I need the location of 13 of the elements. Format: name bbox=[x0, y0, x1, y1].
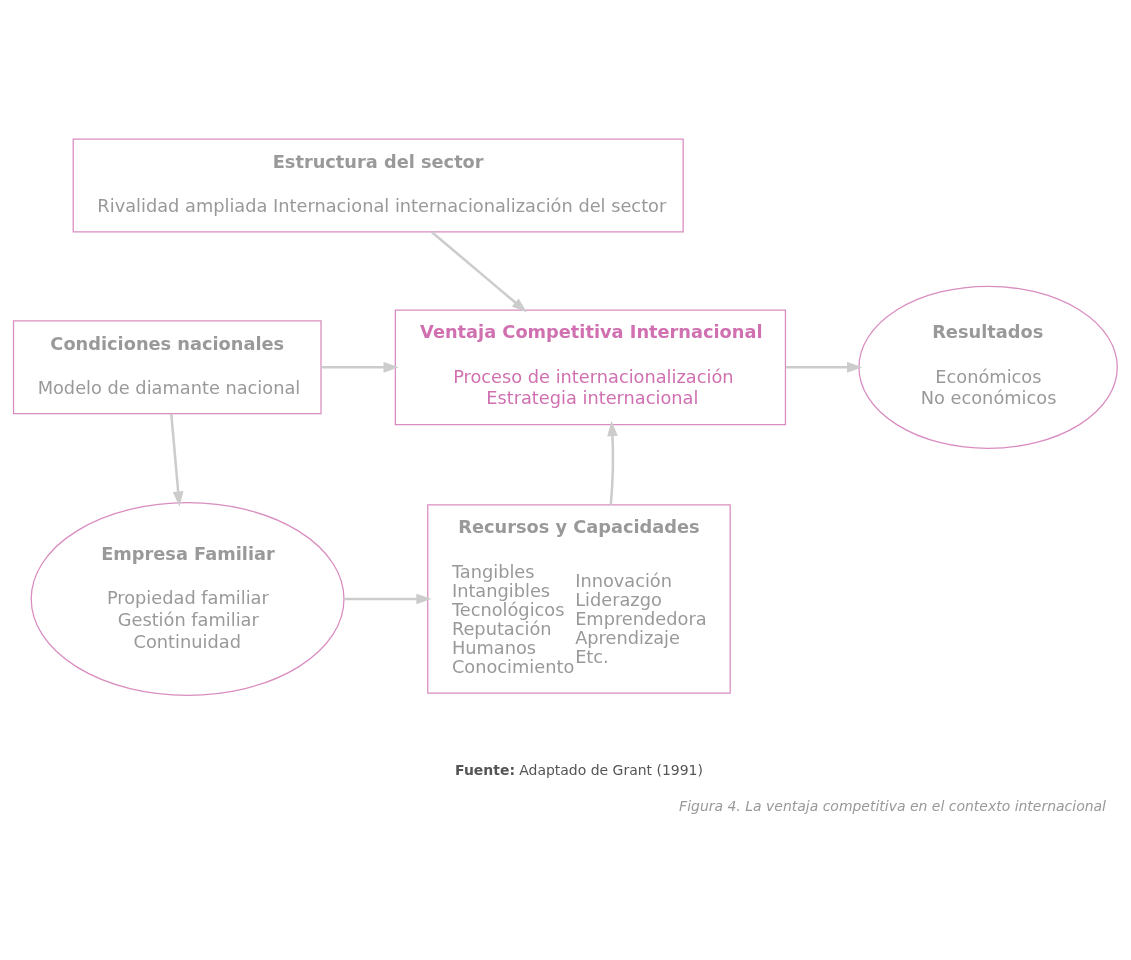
node-ellipse: Resultados Económicos No económicos bbox=[858, 285, 1118, 450]
arrow bbox=[170, 413, 184, 507]
arrow bbox=[607, 420, 618, 505]
caption: Figura 4. La ventaja competitiva en el contexto internacional bbox=[679, 797, 1106, 814]
arrow bbox=[785, 362, 863, 373]
node-box: Condiciones nacionales Modelo de diamante nacional bbox=[12, 320, 322, 415]
arrow bbox=[344, 593, 432, 605]
node-box: Estructura del sector Rivalidad ampliada Internacional internacionalización del sector bbox=[72, 138, 684, 233]
node-box: Ventaja Competitiva Internacional Proceso de internacionalización Estrategia internacional bbox=[394, 309, 787, 426]
arrow bbox=[321, 362, 399, 373]
label: Fuente: Adaptado de Grant (1991) bbox=[455, 761, 703, 778]
arrow bbox=[430, 231, 527, 313]
node-ellipse: Empresa Familiar Propiedad familiar Gestión familiar Continuidad bbox=[30, 502, 345, 696]
